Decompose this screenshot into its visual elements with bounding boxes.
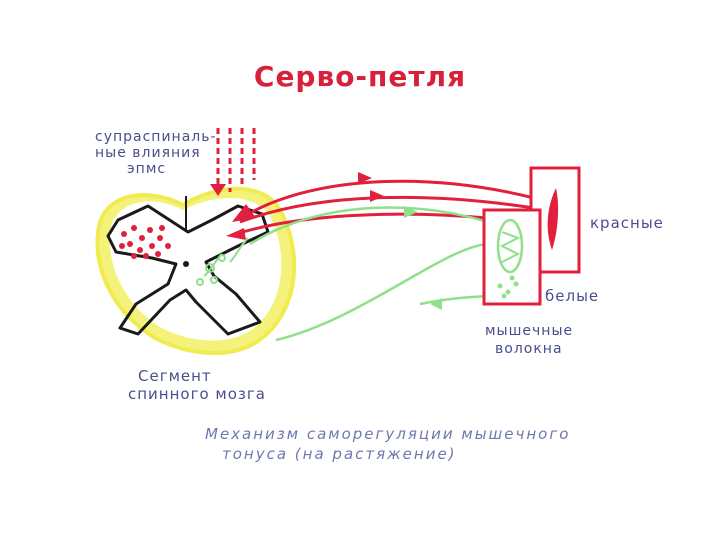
muscle-fibers-label-line1: мышечные — [485, 324, 573, 338]
caption-line2: тонуса (на растяжение) — [222, 445, 457, 463]
supraspinal-arrows — [218, 128, 254, 192]
supraspinal-label-line1: супраспиналь- — [95, 130, 217, 144]
muscle-fibers — [484, 168, 579, 304]
segment-label-line2: спинного мозга — [128, 387, 266, 401]
red-arrowhead-2 — [370, 190, 384, 202]
diagram-title: Серво-петля — [0, 60, 720, 93]
supraspinal-label-line2: ные влияния — [95, 146, 201, 160]
caption-line1: Механизм саморегуляции мышечного — [205, 425, 570, 443]
white-fibers-label: белые — [545, 289, 599, 303]
muscle-fibers-label-line2: волокна — [495, 342, 563, 356]
green-arrowhead-2 — [430, 298, 442, 310]
red-fibers-label: красные — [590, 216, 664, 230]
supraspinal-label-line3: эпмс — [127, 162, 166, 176]
segment-label-line1: Сегмент — [138, 369, 212, 383]
central-canal — [183, 261, 189, 267]
